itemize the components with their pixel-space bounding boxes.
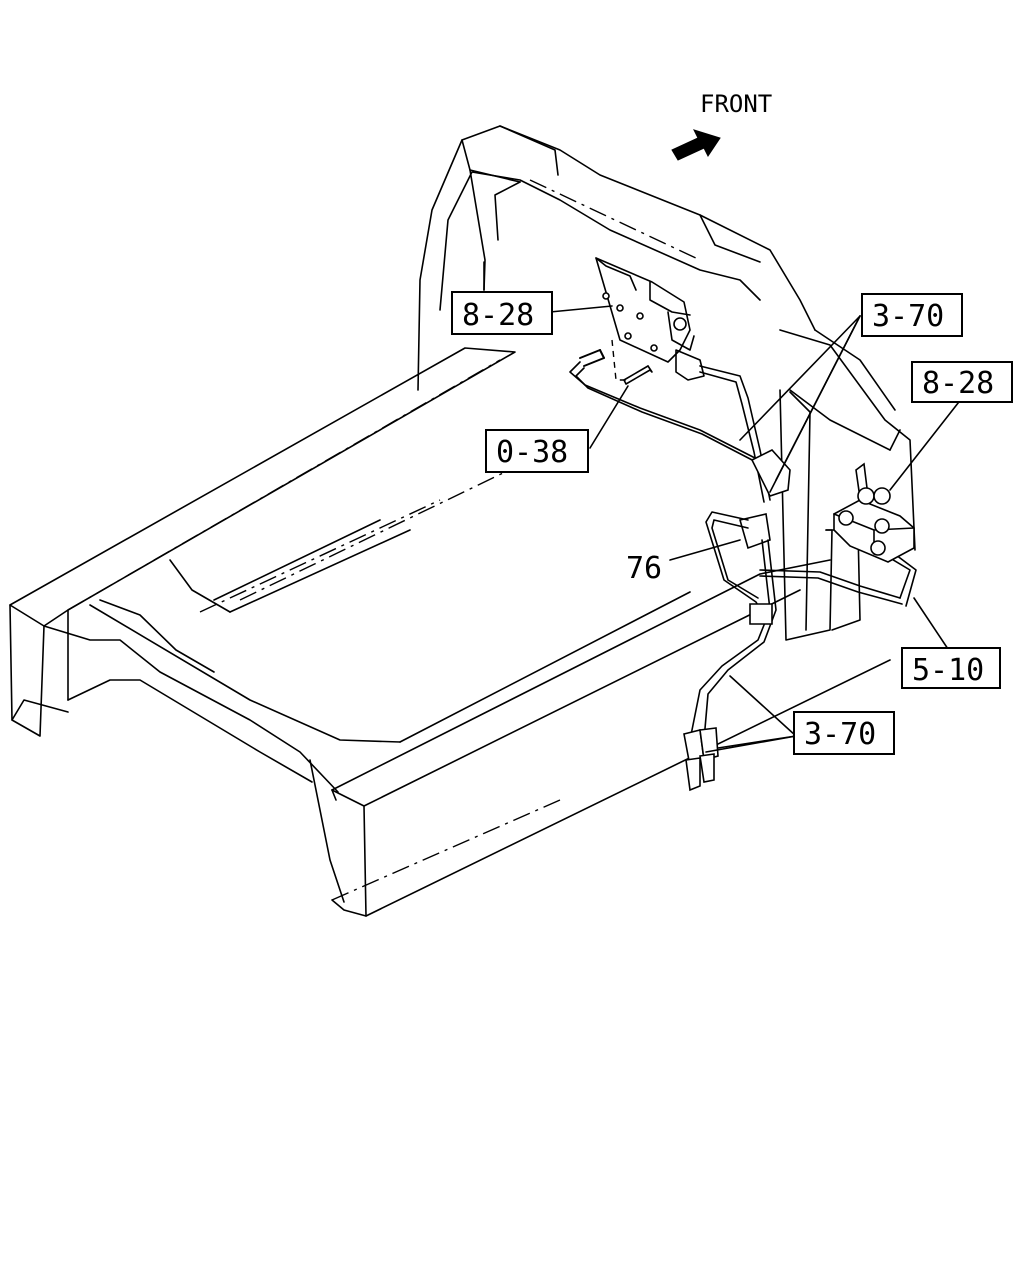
callout-76: 76 (626, 551, 662, 586)
callout-8-28-right: 8-28 (922, 366, 994, 401)
callout-box-0-38 (485, 429, 589, 473)
cross-member (417, 125, 916, 551)
callout-8-28-left: 8-28 (462, 298, 534, 333)
callout-0-38: 0-38 (496, 435, 568, 470)
front-label: FRONT (700, 90, 772, 118)
callout-box-5-10 (901, 647, 1001, 689)
callout-box-8-28-right (911, 361, 1013, 403)
callout-box-3-70-top (861, 293, 963, 337)
bolt (611, 339, 653, 385)
front-arrow-icon (671, 129, 721, 161)
callout-box-3-70-bottom (793, 711, 895, 755)
callout-5-10: 5-10 (912, 653, 984, 688)
leader-lines (483, 261, 963, 753)
callout-box-8-28-left (451, 291, 553, 335)
pipe-fittings (683, 727, 719, 792)
mounting-plate (595, 257, 705, 381)
callout-3-70-top: 3-70 (872, 299, 944, 334)
frame-rails (9, 347, 891, 917)
callout-3-70-bottom: 3-70 (804, 717, 876, 752)
valve (833, 462, 915, 563)
